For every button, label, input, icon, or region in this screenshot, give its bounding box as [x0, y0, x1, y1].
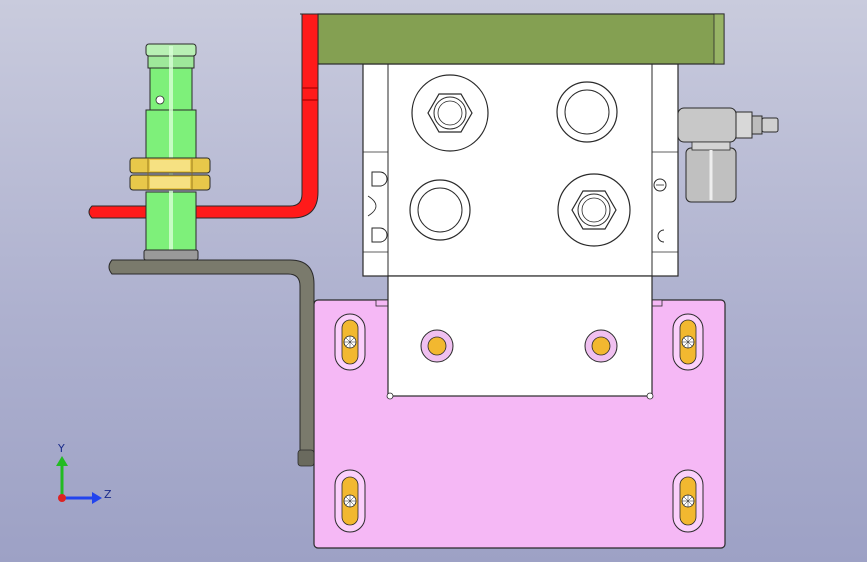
- y-axis-arrow: [56, 456, 68, 498]
- hex-fitting-top-left[interactable]: [411, 74, 489, 152]
- mounting-slot-top-left: [334, 313, 366, 371]
- z-axis-label: Z: [104, 488, 112, 501]
- z-axis-arrow: [62, 492, 102, 504]
- origin-point: [58, 494, 66, 502]
- valve-body[interactable]: [362, 63, 679, 400]
- proximity-sensor[interactable]: [143, 43, 199, 261]
- hex-fitting-middle-right[interactable]: [557, 173, 631, 247]
- locating-pin-right: [584, 329, 618, 363]
- port-top-right[interactable]: [556, 81, 618, 143]
- red-bracket[interactable]: [88, 13, 319, 219]
- gray-bracket[interactable]: [108, 259, 315, 467]
- mounting-slot-top-right: [672, 313, 704, 371]
- locating-pin-left: [420, 329, 454, 363]
- port-middle-left[interactable]: [409, 179, 471, 241]
- y-axis-label: Y: [57, 442, 65, 455]
- top-plate[interactable]: [317, 13, 725, 65]
- mounting-slot-bottom-right: [672, 469, 704, 533]
- mounting-slot-bottom-left: [334, 469, 366, 533]
- sensor-lock-nuts: [129, 157, 211, 191]
- elbow-fitting[interactable]: [677, 107, 779, 203]
- coordinate-triad[interactable]: Y Z: [40, 440, 120, 510]
